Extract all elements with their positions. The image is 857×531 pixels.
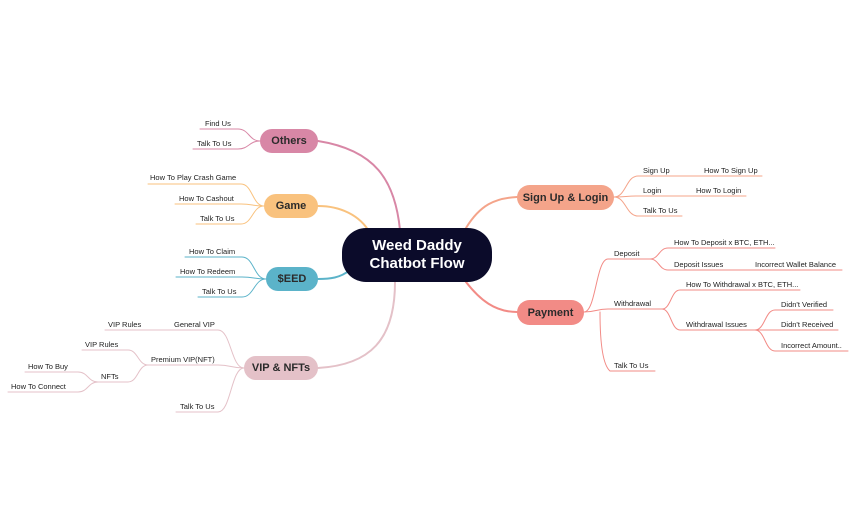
leaf-how-to-play-crash-game[interactable]: How To Play Crash Game — [150, 173, 237, 182]
topic-game-label: Game — [275, 200, 307, 212]
topic-vip-nfts-label: VIP & NFTs — [251, 362, 311, 374]
topic-sign-up-login[interactable]: Sign Up & Login — [517, 185, 614, 210]
topic-sign-up-login-label: Sign Up & Login — [522, 191, 609, 204]
leaf-line-sign-up — [613, 175, 681, 198]
leaf-payment-talk-to-us[interactable]: Talk To Us — [614, 361, 649, 370]
leaf-line-how-to-withdrawal — [661, 289, 801, 310]
leaf-line-incorrect-amount — [754, 329, 849, 352]
topic-game[interactable]: Game — [264, 194, 318, 218]
leaf-deposit-issues[interactable]: Deposit Issues — [674, 260, 724, 269]
leaf-signup-talk-to-us[interactable]: Talk To Us — [643, 206, 678, 215]
leaf-line-withdrawal-issues — [661, 308, 756, 331]
branch-line-payment — [465, 281, 518, 313]
leaf-line-eed-talk — [197, 278, 267, 298]
topic-payment-label: Payment — [527, 306, 574, 319]
leaf-how-to-cashout[interactable]: How To Cashout — [179, 194, 234, 203]
topic-payment[interactable]: Payment — [517, 300, 584, 325]
central-topic[interactable]: Weed Daddy Chatbot Flow — [342, 228, 492, 282]
leaf-line-cashout — [174, 203, 265, 207]
leaf-general-vip-rules[interactable]: VIP Rules — [108, 320, 142, 329]
leaf-line-vip-talk — [175, 367, 245, 413]
leaf-line-crash-game — [147, 183, 265, 207]
branch-line-others — [317, 140, 401, 231]
leaf-how-to-redeem[interactable]: How To Redeem — [180, 267, 236, 276]
leaf-how-to-login[interactable]: How To Login — [696, 186, 742, 195]
leaf-sign-up[interactable]: Sign Up — [643, 166, 670, 175]
leaf-how-to-connect[interactable]: How To Connect — [11, 382, 66, 391]
leaf-incorrect-wallet-balance[interactable]: Incorrect Wallet Balance — [755, 260, 837, 269]
leaf-eed-talk-to-us[interactable]: Talk To Us — [202, 287, 237, 296]
leaf-how-to-deposit[interactable]: How To Deposit x BTC, ETH... — [674, 238, 775, 247]
leaf-general-vip[interactable]: General VIP — [174, 320, 215, 329]
leaf-withdrawal-issues[interactable]: Withdrawal Issues — [686, 320, 747, 329]
leaf-line-how-to-connect — [7, 381, 99, 393]
leaf-premium-vip[interactable]: Premium VIP(NFT) — [151, 355, 215, 364]
leaf-line-didnt-verified — [754, 309, 834, 331]
leaf-nfts[interactable]: NFTs — [101, 372, 119, 381]
leaf-line-deposit-issues — [649, 258, 736, 271]
central-topic-line-2: Chatbot Flow — [369, 255, 465, 272]
leaf-line-deposit — [583, 258, 651, 313]
leaf-premium-vip-rules[interactable]: VIP Rules — [85, 340, 119, 349]
topic-others[interactable]: Others — [260, 129, 318, 153]
topic-vip-nfts[interactable]: VIP & NFTs — [244, 356, 318, 380]
leaf-line-nfts — [97, 364, 149, 383]
topic-others-label: Others — [271, 135, 307, 147]
leaf-find-us[interactable]: Find Us — [205, 119, 231, 128]
leaf-vip-talk-to-us[interactable]: Talk To Us — [180, 402, 215, 411]
leaf-withdrawal[interactable]: Withdrawal — [614, 299, 652, 308]
leaf-how-to-claim[interactable]: How To Claim — [189, 247, 236, 256]
leaf-line-payment-talk — [599, 311, 656, 372]
leaf-line-others-talk — [192, 140, 261, 150]
branch-line-signup — [465, 196, 518, 229]
leaf-line-premium-vip — [147, 364, 245, 369]
leaf-line-find-us — [199, 128, 261, 142]
leaf-line-login — [613, 195, 673, 198]
leaf-how-to-withdrawal[interactable]: How To Withdrawal x BTC, ETH... — [686, 280, 799, 289]
leaf-line-signup-talk — [613, 196, 683, 217]
leaf-deposit[interactable]: Deposit — [614, 249, 640, 258]
leaf-line-how-to-buy — [24, 371, 99, 383]
leaf-line-premium-vip-rules — [81, 349, 149, 366]
leaf-how-to-buy[interactable]: How To Buy — [28, 362, 68, 371]
leaf-game-talk-to-us[interactable]: Talk To Us — [200, 214, 235, 223]
topic-eed-label: $EED — [277, 273, 307, 285]
leaf-line-claim — [184, 256, 267, 280]
leaf-line-game-talk — [195, 205, 265, 225]
leaf-how-to-sign-up[interactable]: How To Sign Up — [704, 166, 758, 175]
leaf-line-general-vip — [169, 329, 245, 369]
topic-eed[interactable]: $EED — [266, 267, 318, 291]
leaf-line-how-to-deposit — [649, 247, 776, 260]
leaf-incorrect-amount[interactable]: Incorrect Amount.. — [781, 341, 842, 350]
leaf-didnt-verified[interactable]: Didn't Verified — [781, 300, 828, 309]
leaf-didnt-received[interactable]: Didn't Received — [781, 320, 834, 329]
leaf-others-talk-to-us[interactable]: Talk To Us — [197, 139, 232, 148]
central-topic-line-1: Weed Daddy — [372, 237, 462, 254]
branch-line-vip — [317, 281, 396, 369]
leaf-line-redeem — [175, 276, 267, 280]
leaf-login[interactable]: Login — [643, 186, 662, 195]
leaf-line-withdrawal — [583, 308, 663, 313]
